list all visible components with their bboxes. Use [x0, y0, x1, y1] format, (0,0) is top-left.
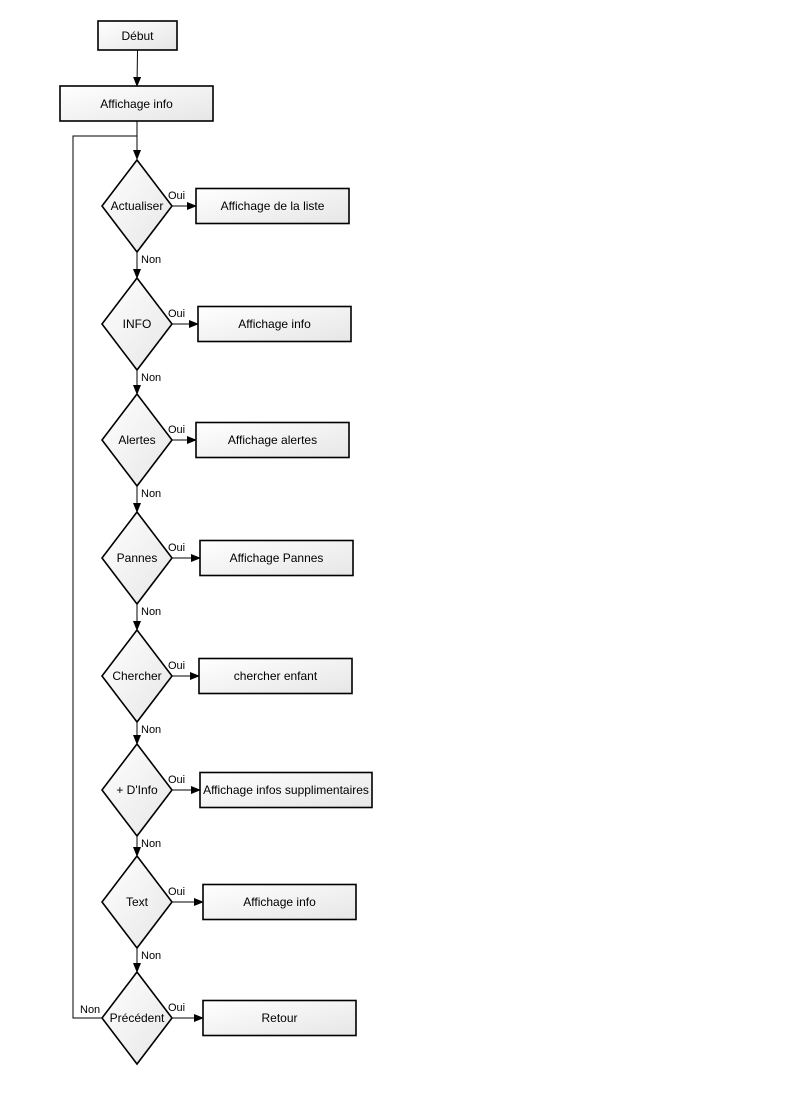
action-label-alertes: Affichage alertes — [228, 433, 317, 447]
no-label-alertes: Non — [141, 488, 161, 500]
decision-label-d-info: + D'Info — [116, 783, 158, 797]
yes-label-d-info: Oui — [168, 774, 185, 786]
action-box-alertes — [195, 421, 350, 459]
action-box-pr-c-dent — [202, 999, 357, 1037]
yes-label-chercher: Oui — [168, 660, 185, 672]
yes-label-alertes: Oui — [168, 424, 185, 436]
yes-label-info: Oui — [168, 308, 185, 320]
no-label-text: Non — [141, 950, 161, 962]
no-label-actualiser: Non — [141, 254, 161, 266]
action-label-info: Affichage info — [238, 317, 311, 331]
action-label-text: Affichage info — [243, 895, 316, 909]
action-label-pannes: Affichage Pannes — [230, 551, 324, 565]
no-label-d-info: Non — [141, 838, 161, 850]
decision-label-info: INFO — [123, 317, 152, 331]
yes-label-actualiser: Oui — [168, 190, 185, 202]
decision-label-text: Text — [126, 895, 149, 909]
loop-back-edge — [72, 135, 137, 1019]
no-label-pannes: Non — [141, 606, 161, 618]
action-box-actualiser — [195, 187, 350, 225]
action-box-chercher — [198, 657, 353, 695]
decision-label-alertes: Alertes — [118, 433, 155, 447]
first-process-node: Affichage info — [59, 85, 214, 122]
action-label-pr-c-dent: Retour — [261, 1011, 297, 1025]
yes-label-pr-c-dent: Oui — [168, 1002, 185, 1014]
start-node: Début — [97, 20, 178, 51]
first-process-label: Affichage info — [100, 97, 173, 111]
action-label-actualiser: Affichage de la liste — [221, 199, 325, 213]
yes-label-text: Oui — [168, 886, 185, 898]
start-label: Début — [121, 29, 154, 43]
no-label-chercher: Non — [141, 724, 161, 736]
action-label-d-info: Affichage infos supplimentaires — [203, 783, 369, 797]
decision-label-pr-c-dent: Précédent — [110, 1011, 165, 1025]
loop-back-no-label: Non — [80, 1004, 100, 1016]
action-box-info — [197, 305, 352, 343]
decision-label-pannes: Pannes — [117, 551, 158, 565]
decision-label-actualiser: Actualiser — [111, 199, 164, 213]
action-box-d-info — [199, 771, 373, 809]
edge-start-to-process — [133, 49, 142, 87]
yes-label-pannes: Oui — [168, 542, 185, 554]
decision-pr-c-dent — [100, 970, 174, 1066]
action-box-pannes — [199, 539, 354, 577]
action-box-text — [202, 883, 357, 921]
decision-label-chercher: Chercher — [112, 669, 161, 683]
action-label-chercher: chercher enfant — [234, 669, 318, 683]
no-label-info: Non — [141, 372, 161, 384]
